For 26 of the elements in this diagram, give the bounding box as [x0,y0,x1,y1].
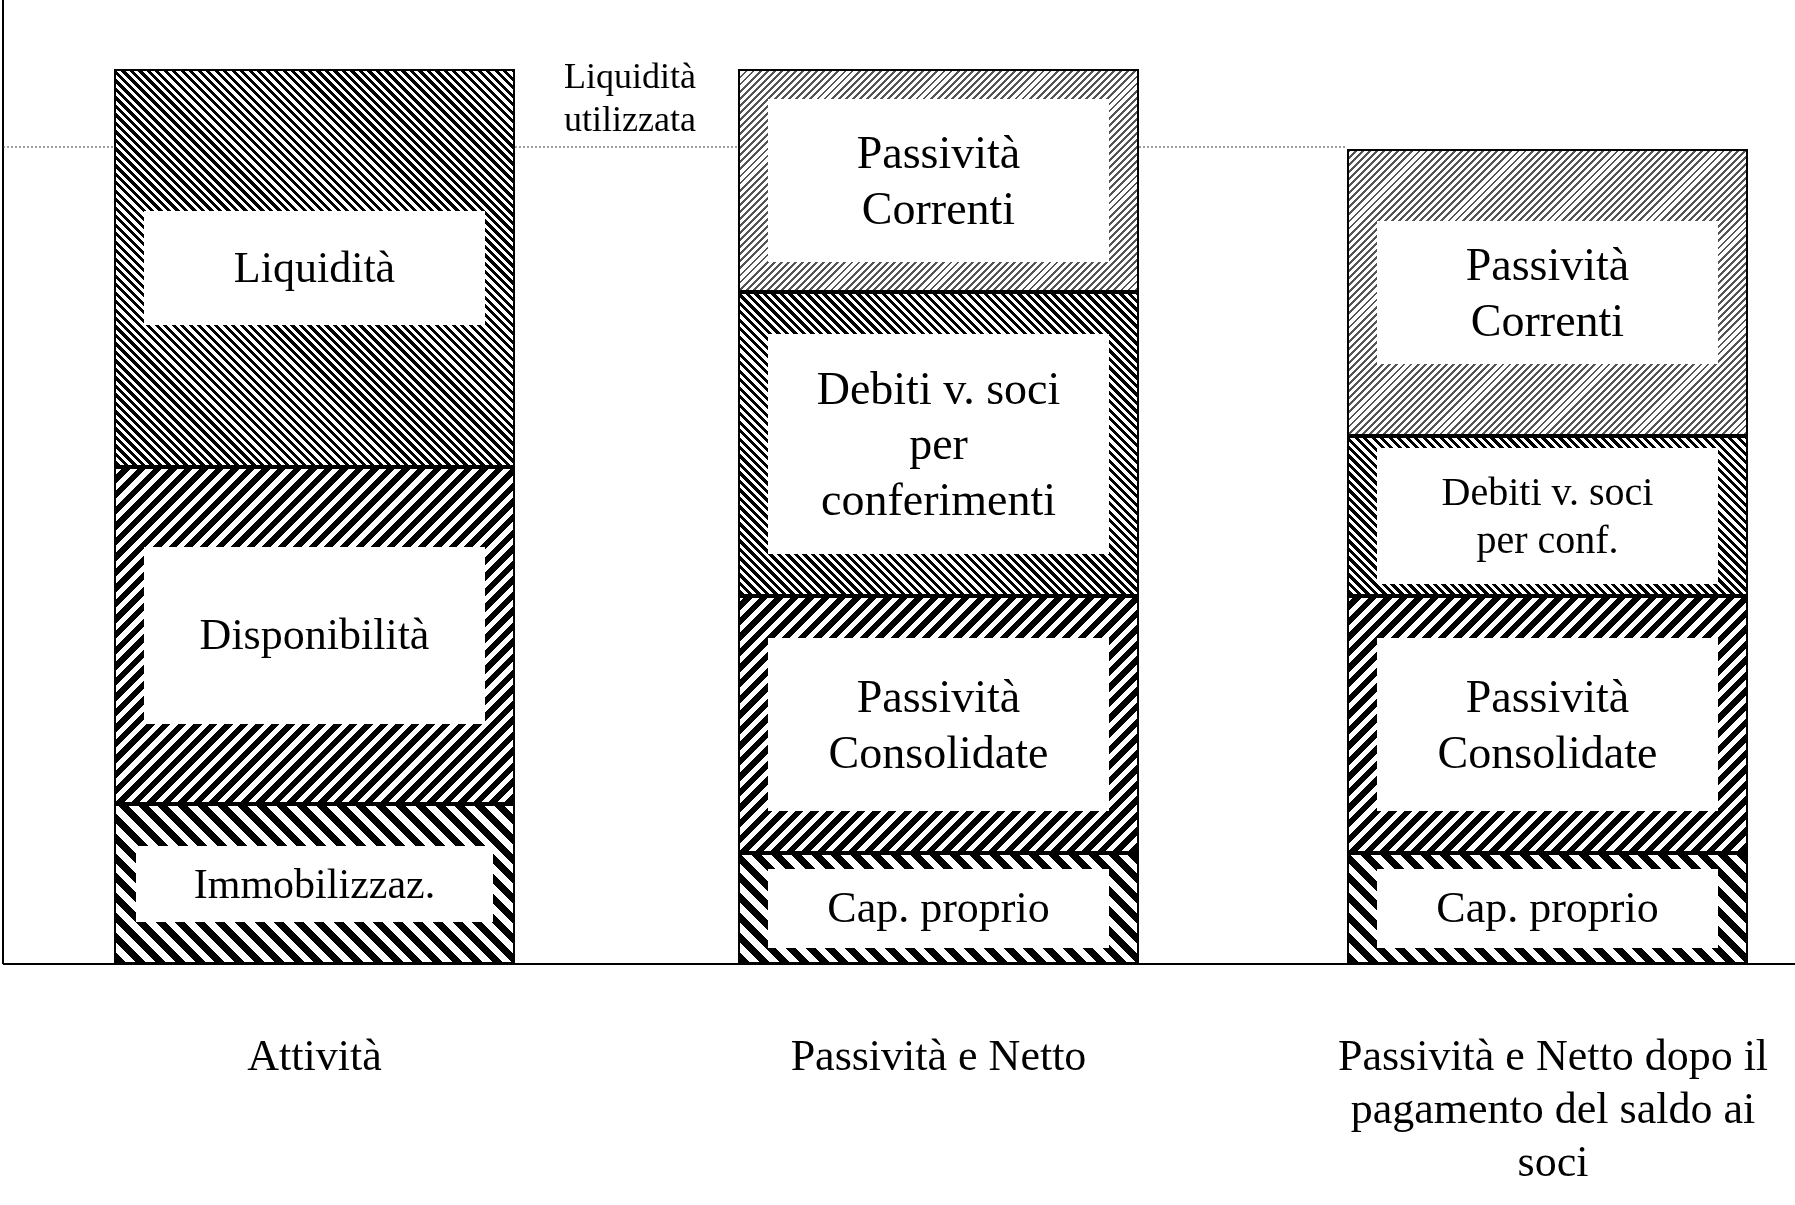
bar-category-label: Passività e Netto [789,1030,1088,1082]
segment-label: Debiti v. soci per conferimenti [768,334,1109,554]
bar-segment [1347,149,1748,436]
bar-segment [114,69,515,467]
bar-segment [114,804,515,964]
bar-segment [738,69,1139,292]
bar-segment [738,853,1139,964]
segment-label: Passività Correnti [768,99,1109,262]
bar-category-label: Passività e Netto dopo il pagamento del saldo ai soci [1336,1030,1770,1188]
bar-category-label: Attività [246,1030,383,1082]
segment-label: Cap. proprio [768,869,1109,948]
segment-label: Cap. proprio [1377,869,1718,948]
segment-label: Liquidità [144,211,485,325]
bar-segment [1347,596,1748,853]
segment-label: Debiti v. soci per conf. [1377,448,1718,584]
segment-label: Passività Consolidate [768,638,1109,811]
annotation-label: Liquidità utilizzata [563,55,697,142]
bar-segment [114,467,515,804]
bar-segment [1347,436,1748,596]
bar-segment [1347,853,1748,964]
segment-label: Disponibilità [144,547,485,724]
bar-segment [738,292,1139,596]
segment-label: Passività Consolidate [1377,638,1718,811]
segment-label: Immobilizzaz. [136,846,493,922]
segment-label: Passività Correnti [1377,221,1718,364]
bar-segment [738,596,1139,853]
